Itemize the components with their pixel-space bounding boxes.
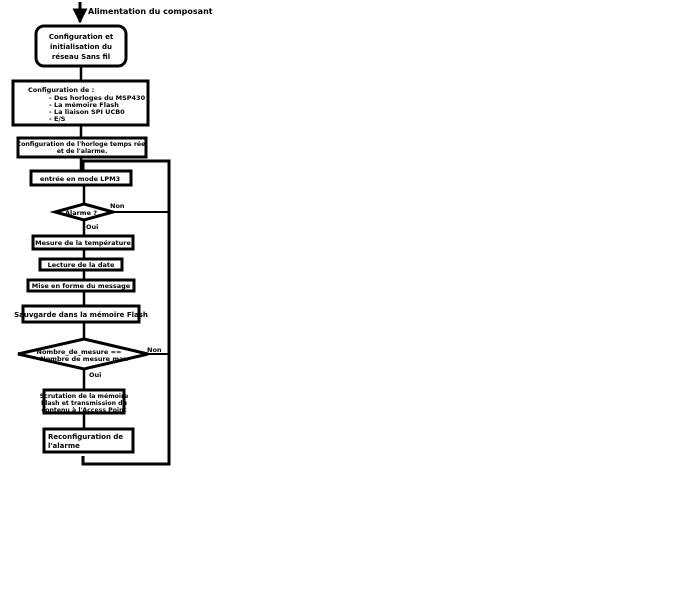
alarm-question: Alarme ?	[65, 209, 97, 217]
save-label: Sauvgarde dans la mémoire Flash	[14, 311, 148, 319]
loop-return-line	[81, 159, 171, 466]
date-label: Lecture de la date	[48, 261, 115, 269]
rtc-line-1: Configuration de l'horloge temps réel	[17, 140, 148, 148]
scan-line-1: Scrutation de la mémoire	[40, 392, 129, 400]
date-box	[38, 257, 124, 272]
save-box	[21, 304, 141, 324]
alarm-no-label: Non	[110, 202, 125, 210]
start-box	[34, 24, 128, 68]
format-box	[26, 278, 136, 293]
lpm3-label: entrée en mode LPM3	[40, 175, 120, 183]
config-box	[11, 79, 150, 127]
temperature-box	[31, 234, 135, 251]
entry-label: Alimentation du composant	[88, 7, 213, 16]
rtc-line-2: et de l'alarme.	[57, 148, 108, 155]
rtc-box	[16, 136, 148, 159]
start-box-line-3: réseau Sans fil	[52, 53, 110, 61]
scan-box	[42, 388, 126, 415]
config-item-2: - La mémoire Flash	[49, 101, 119, 109]
reconfig-box	[42, 427, 135, 454]
scan-line-2: Flash et transmission du	[41, 400, 127, 407]
reconfig-line-2: l'alarme	[48, 442, 80, 450]
count-yes-label: Oui	[89, 371, 101, 379]
config-heading: Configuration de :	[28, 86, 94, 94]
lpm3-box	[29, 169, 133, 187]
count-no-label: Non	[147, 346, 162, 354]
reconfig-line-1: Reconfiguration de	[48, 433, 123, 441]
config-item-1: - Des horloges du MSP430	[49, 94, 146, 102]
count-question-line-1: Nombre_de_mesure ==	[37, 348, 122, 356]
config-item-3: - La liaison SPI UCB0	[49, 108, 125, 116]
format-label: Mise en forme du message	[32, 282, 131, 290]
scan-line-3: contenu à l'Access Point	[42, 406, 127, 414]
count-question-line-2: Nombre de mesure max	[40, 355, 128, 363]
start-box-line-1: Configuration et	[49, 33, 114, 41]
temperature-label: Mesure de la température	[35, 239, 131, 247]
config-item-4: - E/S	[49, 115, 66, 123]
start-box-line-2: initialisation du	[50, 43, 112, 51]
alarm-yes-label: Oui	[86, 223, 98, 231]
